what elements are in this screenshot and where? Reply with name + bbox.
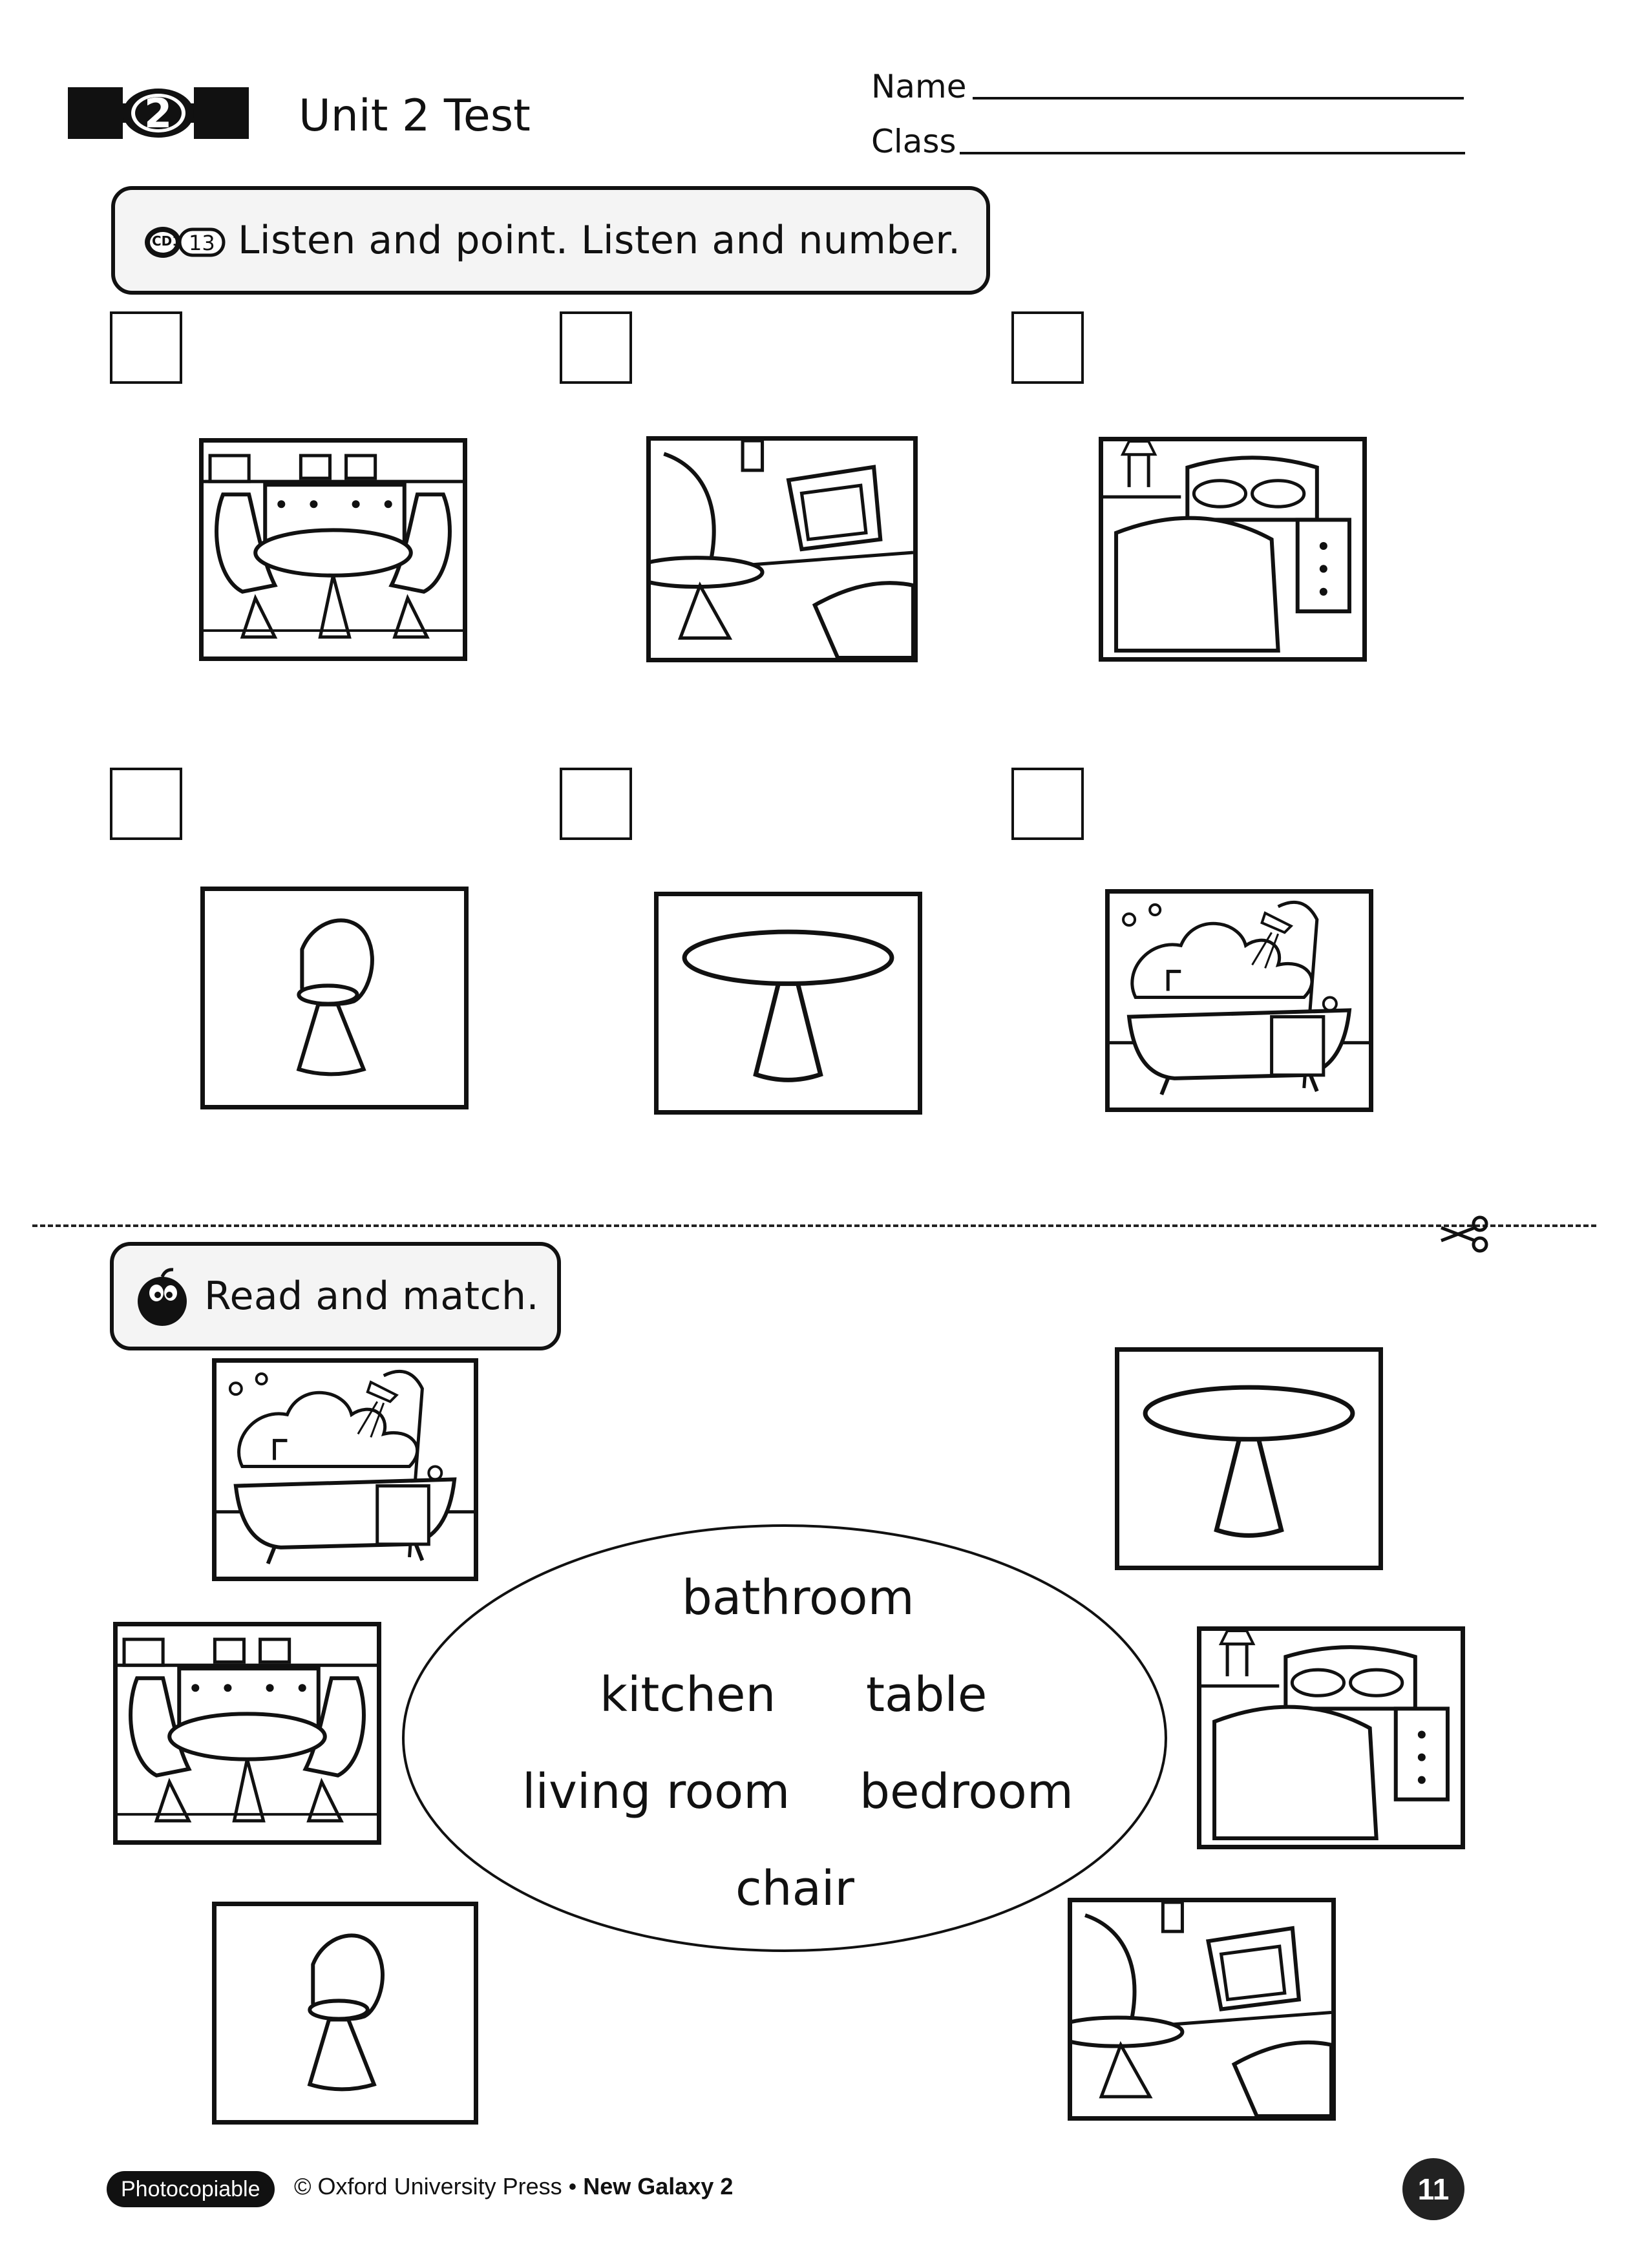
footer-credit: © Oxford University Press • New Galaxy 2 (294, 2173, 733, 2200)
number-box-bathroom[interactable] (1011, 768, 1084, 840)
cut-line (32, 1224, 1596, 1227)
cd-label: CD1 (152, 233, 182, 249)
word-living-room[interactable]: living room (522, 1764, 790, 1820)
unit-number: 2 (144, 90, 173, 137)
bedroom-icon (1103, 441, 1362, 657)
word-bedroom[interactable]: bedroom (860, 1764, 1073, 1820)
unit-badge: 2 (68, 81, 249, 145)
match-picture-bedroom[interactable] (1197, 1626, 1465, 1849)
chair-icon (205, 891, 464, 1105)
publisher: © Oxford University Press • (294, 2173, 577, 2200)
cd-icon: CD1 13 (142, 218, 226, 263)
table-icon (659, 896, 918, 1110)
listen-instruction: CD1 13 Listen and point. Listen and numb… (111, 186, 990, 295)
bomb-icon (133, 1266, 191, 1327)
match-picture-table[interactable] (1115, 1347, 1383, 1570)
match-picture-chair[interactable] (212, 1902, 478, 2125)
scissors-icon (1435, 1215, 1506, 1254)
picture-chair (200, 887, 469, 1109)
photocopiable-badge: Photocopiable (107, 2171, 275, 2207)
word-bathroom[interactable]: bathroom (682, 1570, 914, 1626)
class-label: Class (871, 123, 956, 160)
number-box-bedroom[interactable] (1011, 311, 1084, 384)
series-name: New Galaxy 2 (583, 2173, 734, 2200)
class-field[interactable] (960, 152, 1465, 154)
match-picture-living-room[interactable] (1068, 1898, 1336, 2121)
kitchen-icon (204, 443, 463, 656)
instruction-text: Listen and point. Listen and number. (238, 218, 961, 263)
track-number: 13 (189, 231, 215, 255)
number-box-chair[interactable] (110, 768, 182, 840)
match-picture-kitchen[interactable] (113, 1622, 381, 1845)
word-kitchen[interactable]: kitchen (600, 1667, 776, 1723)
word-chair[interactable]: chair (735, 1861, 854, 1916)
number-box-kitchen[interactable] (110, 311, 182, 384)
picture-living-room (646, 436, 918, 662)
picture-kitchen (199, 438, 467, 661)
name-label: Name (871, 68, 967, 105)
name-field[interactable] (973, 97, 1464, 100)
kitchen-icon (118, 1626, 377, 1840)
bedroom-icon (1201, 1631, 1461, 1845)
number-box-table[interactable] (560, 768, 632, 840)
picture-bathroom (1105, 889, 1373, 1112)
instruction-text: Read and match. (204, 1274, 540, 1319)
word-bank (399, 1522, 1170, 1955)
picture-table (654, 892, 922, 1115)
page-title: Unit 2 Test (299, 90, 531, 142)
read-instruction: Read and match. (110, 1242, 561, 1350)
match-picture-bathroom[interactable] (212, 1358, 478, 1581)
word-table[interactable]: table (866, 1667, 988, 1723)
page-number: 11 (1402, 2158, 1464, 2220)
number-box-living-room[interactable] (560, 311, 632, 384)
picture-bedroom (1099, 437, 1367, 662)
bathroom-icon (1110, 894, 1369, 1108)
living-room-icon (651, 441, 913, 658)
